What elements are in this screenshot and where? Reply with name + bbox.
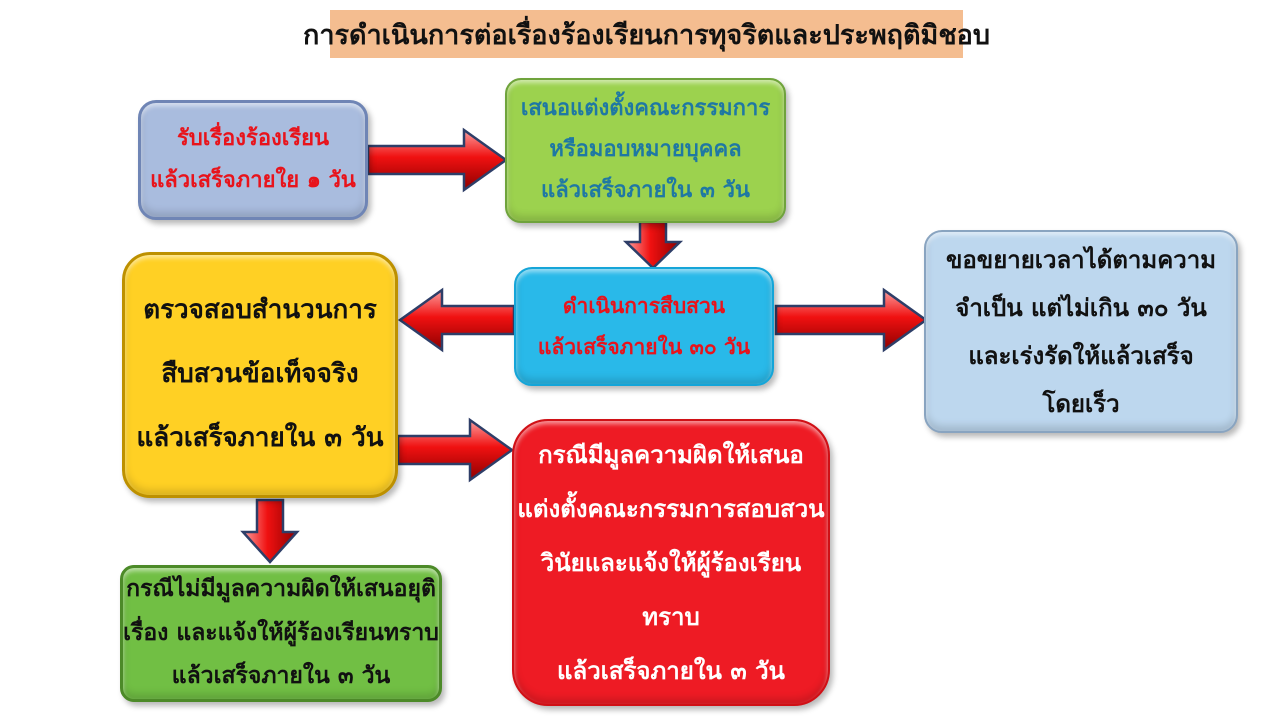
node-receive-complaint-label: รับเรื่องร้องเรียน แล้วเสร็จภายใย ๑ วัน — [150, 126, 356, 193]
arrow-review-to-no-fault — [240, 498, 300, 564]
node-investigate-label: ดำเนินการสืบสวน แล้วเสร็จภายใน ๓๐ วัน — [537, 293, 751, 359]
node-extend-time: ขอขยายเวลาได้ตามความ จำเป็น แต่ไม่เกิน ๓… — [924, 230, 1238, 433]
page-title: การดำเนินการต่อเรื่องร้องเรียนการทุจริตแ… — [302, 19, 991, 51]
node-appoint-committee-label: เสนอแต่งตั้งคณะกรรมการ หรือมอบหมายบุคคล … — [520, 96, 771, 203]
node-appoint-committee: เสนอแต่งตั้งคณะกรรมการ หรือมอบหมายบุคคล … — [505, 78, 786, 223]
arrow-review-to-fault — [396, 417, 515, 483]
node-review-case-file-label: ตรวจสอบสำนวนการ สืบสวนข้อเท็จจริง แล้วเส… — [136, 295, 384, 453]
node-investigate: ดำเนินการสืบสวน แล้วเสร็จภายใน ๓๐ วัน — [514, 267, 774, 386]
title-banner: การดำเนินการต่อเรื่องร้องเรียนการทุจริตแ… — [303, 10, 990, 58]
node-review-case-file: ตรวจสอบสำนวนการ สืบสวนข้อเท็จจริง แล้วเส… — [122, 252, 398, 498]
arrow-investigate-to-review — [397, 287, 516, 353]
node-fault-disciplinary-label: กรณีมีมูลความผิดให้เสนอ แต่งตั้งคณะกรรมก… — [517, 440, 825, 685]
node-fault-disciplinary: กรณีมีมูลความผิดให้เสนอ แต่งตั้งคณะกรรมก… — [512, 419, 830, 706]
node-no-fault-terminate-label: กรณีไม่มีมูลความผิดให้เสนอยุติ เรื่อง แล… — [123, 575, 439, 690]
node-extend-time-label: ขอขยายเวลาได้ตามความ จำเป็น แต่ไม่เกิน ๓… — [945, 245, 1217, 418]
arrow-investigate-to-extend — [774, 287, 929, 353]
arrow-appoint-to-investigate — [622, 220, 684, 270]
node-no-fault-terminate: กรณีไม่มีมูลความผิดให้เสนอยุติ เรื่อง แล… — [120, 565, 442, 702]
arrow-receive-to-appoint — [366, 127, 509, 193]
node-receive-complaint: รับเรื่องร้องเรียน แล้วเสร็จภายใย ๑ วัน — [138, 100, 368, 220]
